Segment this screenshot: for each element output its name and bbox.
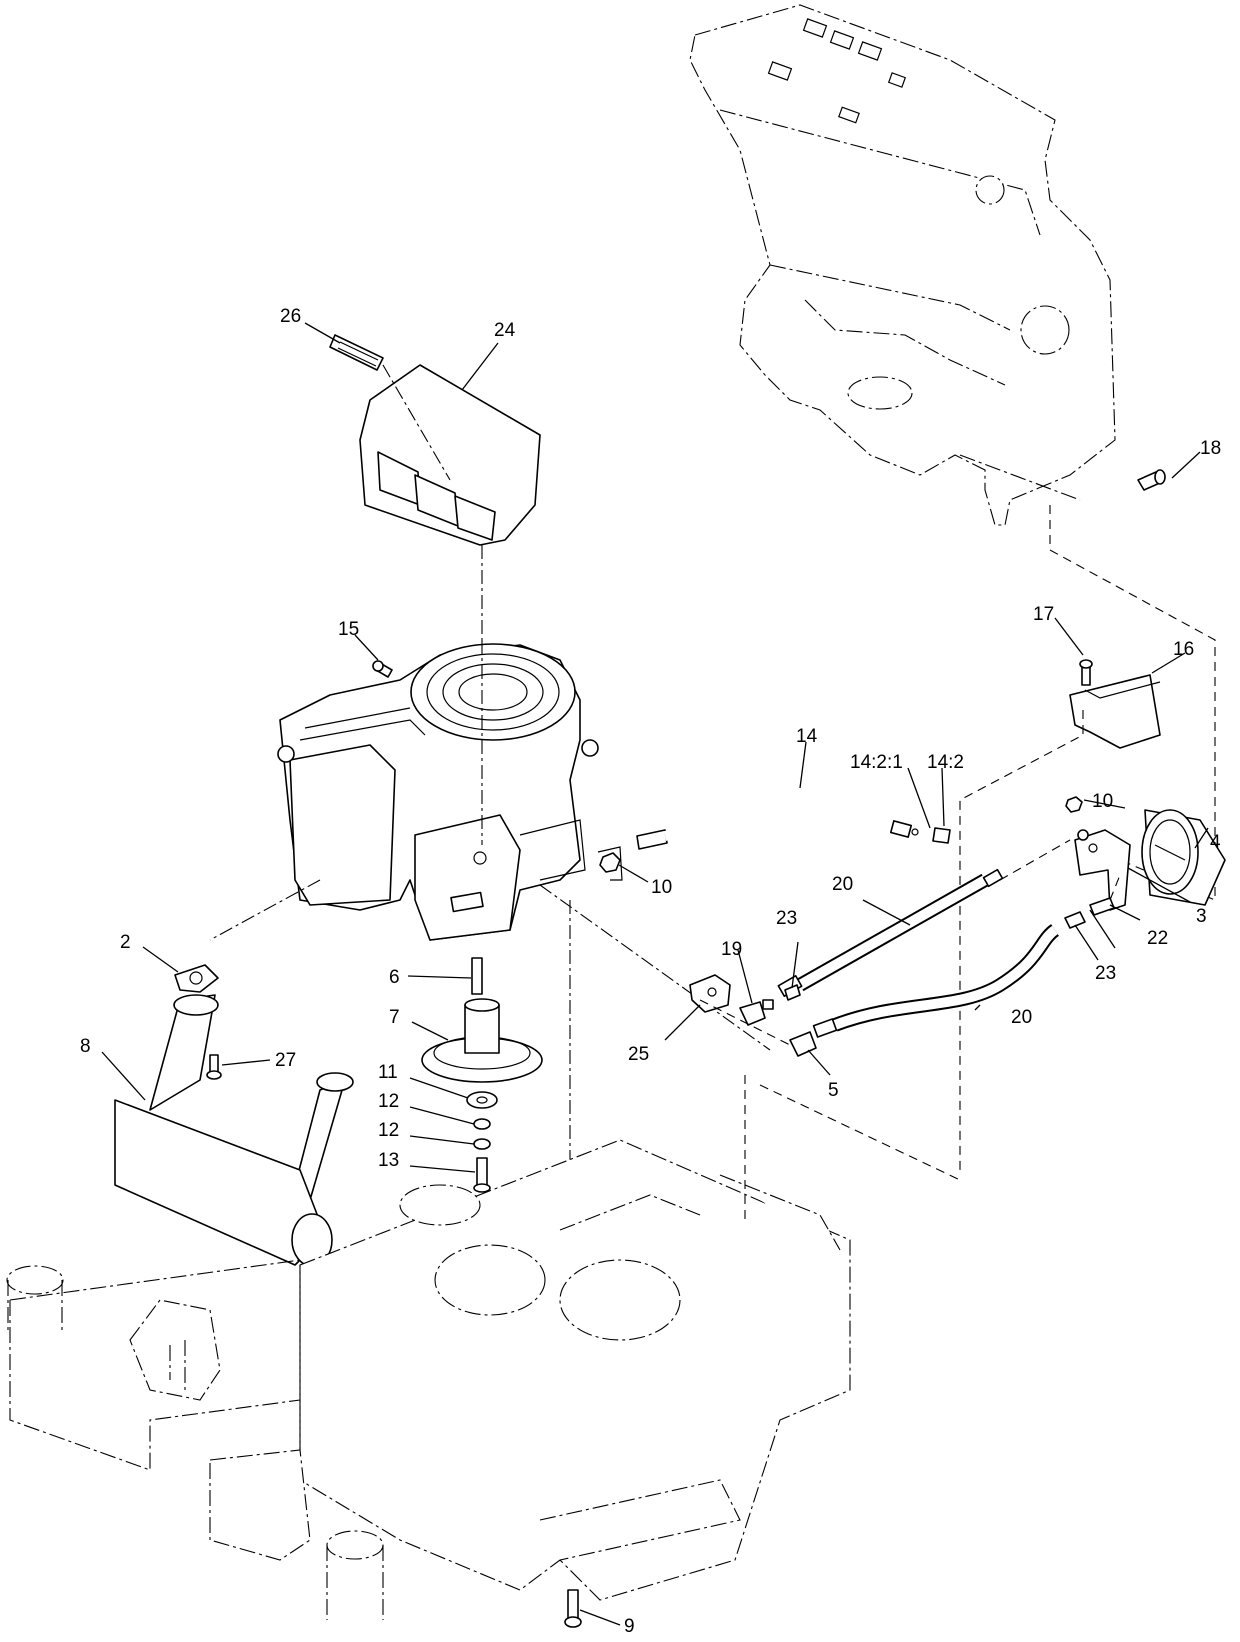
elbow-5 — [789, 1031, 817, 1057]
bolt-9 — [564, 1589, 582, 1628]
callout-11: 11 — [378, 1062, 398, 1083]
callout-12-lower: 12 — [378, 1120, 399, 1141]
washer-12b — [473, 1138, 491, 1150]
engine-shield — [359, 364, 541, 546]
callout-12-upper: 12 — [378, 1091, 399, 1112]
callout-9: 9 — [624, 1616, 635, 1637]
washer-12a — [473, 1118, 491, 1130]
callout-17: 17 — [1033, 604, 1054, 625]
callout-14-2-1: 14:2:1 — [850, 752, 903, 773]
bolt-18 — [1137, 469, 1166, 491]
washer-11 — [466, 1091, 498, 1109]
callout-16: 16 — [1173, 639, 1194, 660]
rear-frame-plate — [689, 4, 1116, 526]
callout-23-right: 23 — [1095, 963, 1116, 984]
callout-5: 5 — [828, 1080, 839, 1101]
bracket-16 — [1069, 674, 1161, 749]
nut-10-engine — [599, 852, 621, 873]
callout-27: 27 — [275, 1050, 296, 1071]
callout-19: 19 — [721, 939, 742, 960]
cable-20-lower — [812, 924, 1060, 1038]
engine — [277, 643, 599, 941]
callout-14: 14 — [796, 726, 818, 747]
callout-26: 26 — [280, 306, 301, 327]
bracket-3 — [1074, 829, 1131, 911]
decal — [329, 334, 384, 371]
callout-10-gauge: 10 — [1092, 791, 1113, 812]
callout-23-left: 23 — [776, 908, 797, 929]
cable-20-upper — [777, 868, 1004, 997]
callout-7: 7 — [389, 1007, 400, 1028]
elbow-19 — [739, 999, 774, 1026]
callout-labels: 26 24 18 17 16 15 14 14:2:1 14:2 10 10 4… — [80, 306, 1221, 1637]
drive-pulley — [421, 998, 543, 1083]
callout-20-lower: 20 — [1011, 1007, 1032, 1028]
callout-25: 25 — [628, 1044, 649, 1065]
hour-meter-gauge — [1141, 809, 1226, 906]
bolt-27 — [206, 1054, 222, 1080]
main-frame — [6, 1139, 851, 1620]
muffler — [114, 994, 354, 1267]
bolt-13 — [473, 1157, 491, 1193]
callout-18: 18 — [1200, 438, 1221, 459]
key-6 — [471, 957, 483, 995]
callout-8: 8 — [80, 1036, 91, 1057]
callout-4: 4 — [1210, 832, 1221, 853]
callout-10-engine: 10 — [651, 877, 672, 898]
callout-6: 6 — [389, 967, 400, 988]
callout-3: 3 — [1196, 906, 1207, 927]
callout-14-2: 14:2 — [927, 752, 964, 773]
leader-lines — [101, 322, 1209, 1626]
callout-24: 24 — [494, 320, 516, 341]
fitting-25 — [689, 974, 731, 1013]
callout-20-upper: 20 — [832, 874, 853, 895]
callout-22: 22 — [1147, 928, 1168, 949]
gasket-2 — [174, 964, 219, 993]
callout-15: 15 — [338, 619, 359, 640]
hose-14 — [636, 783, 951, 850]
callout-13: 13 — [378, 1150, 399, 1171]
callout-2: 2 — [120, 932, 131, 953]
nut-10-gauge — [1065, 796, 1083, 813]
